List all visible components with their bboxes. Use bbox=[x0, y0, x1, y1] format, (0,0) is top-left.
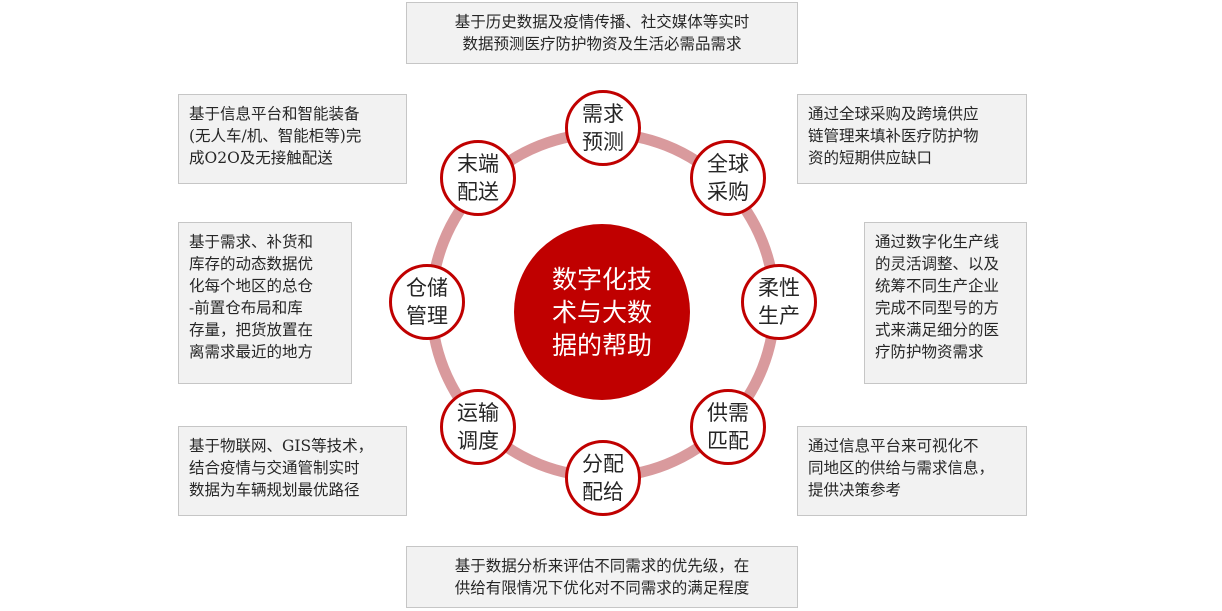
node-supply-demand-matching: 供需 匹配 bbox=[690, 389, 766, 465]
node-last-mile-delivery: 末端 配送 bbox=[440, 140, 516, 216]
description-allocation: 基于数据分析来评估不同需求的优先级，在 供给有限情况下优化对不同需求的满足程度 bbox=[406, 546, 798, 608]
description-supply-demand-matching: 通过信息平台来可视化不 同地区的供给与需求信息， 提供决策参考 bbox=[797, 426, 1027, 516]
center-hub: 数字化技 术与大数 据的帮助 bbox=[514, 224, 690, 400]
node-transport-dispatch: 运输 调度 bbox=[440, 389, 516, 465]
description-warehouse-management: 基于需求、补货和 库存的动态数据优 化每个地区的总仓 -前置仓布局和库 存量，把… bbox=[178, 222, 352, 384]
node-flexible-production: 柔性 生产 bbox=[741, 264, 817, 340]
description-last-mile-delivery: 基于信息平台和智能装备 (无人车/机、智能柜等)完 成O2O及无接触配送 bbox=[178, 94, 407, 184]
node-demand-forecast: 需求 预测 bbox=[565, 90, 641, 166]
description-flexible-production: 通过数字化生产线 的灵活调整、以及 统筹不同生产企业 完成不同型号的方 式来满足… bbox=[864, 222, 1027, 384]
description-demand-forecast: 基于历史数据及疫情传播、社交媒体等实时 数据预测医疗防护物资及生活必需品需求 bbox=[406, 2, 798, 64]
node-warehouse-management: 仓储 管理 bbox=[389, 264, 465, 340]
node-global-procurement: 全球 采购 bbox=[690, 140, 766, 216]
description-global-procurement: 通过全球采购及跨境供应 链管理来填补医疗防护物 资的短期供应缺口 bbox=[797, 94, 1027, 184]
node-allocation: 分配 配给 bbox=[565, 440, 641, 516]
description-transport-dispatch: 基于物联网、GIS等技术， 结合疫情与交通管制实时 数据为车辆规划最优路径 bbox=[178, 426, 407, 516]
